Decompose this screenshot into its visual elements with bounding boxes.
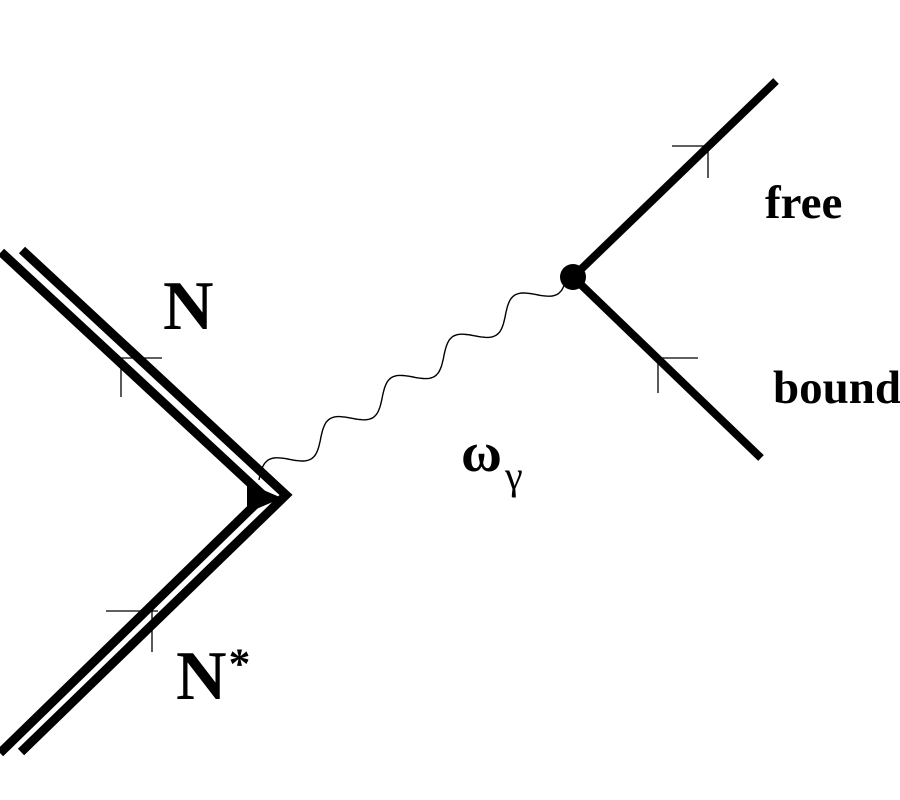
- label-nucleon: N: [163, 272, 214, 342]
- photon-omega-symbol: ω: [461, 422, 502, 484]
- excited-nucleon-symbol: N: [176, 638, 227, 715]
- excited-nucleon-star: *: [228, 640, 251, 689]
- momentum-tick-nstar-icon: [106, 610, 158, 652]
- momentum-tick-free-icon: [672, 145, 712, 178]
- label-excited-nucleon: N*: [176, 642, 250, 712]
- momentum-tick-n-icon: [118, 357, 162, 397]
- label-photon-energy: ωγ: [461, 425, 523, 496]
- photon-gamma-subscript: γ: [504, 453, 523, 498]
- free-nucleon-line: [570, 78, 779, 280]
- baryon-double-line-inner: [17, 246, 293, 756]
- left-vertex-blob: [247, 483, 282, 513]
- label-bound-nucleon: bound: [773, 365, 900, 412]
- nucleon-symbol: N: [163, 268, 214, 345]
- momentum-tick-bound-icon: [657, 357, 698, 393]
- label-free-nucleon: free: [765, 180, 842, 227]
- bound-text: bound: [773, 362, 900, 414]
- bound-nucleon-line: [570, 274, 764, 461]
- free-text: free: [765, 177, 843, 229]
- photon-wavy-line: [258, 273, 568, 481]
